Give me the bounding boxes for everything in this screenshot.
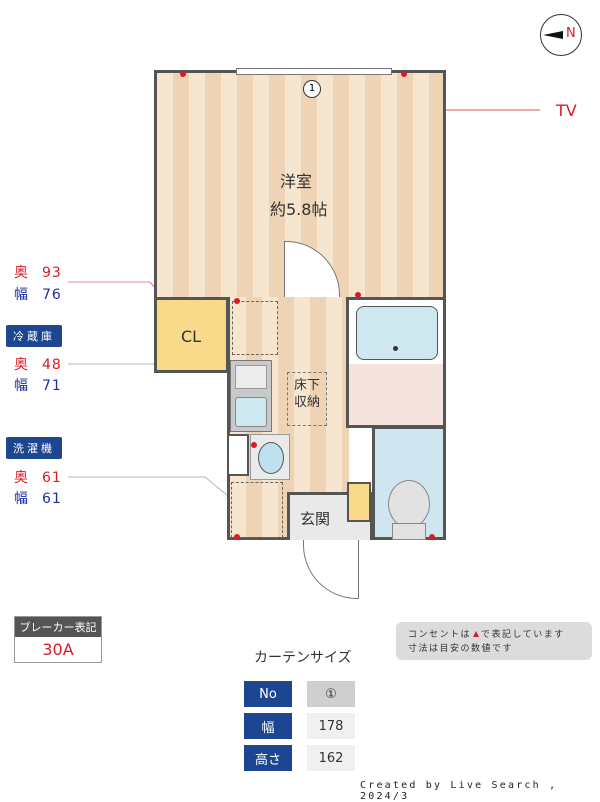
entrance-door <box>303 540 359 599</box>
drain-icon <box>393 346 398 351</box>
bathtub-icon <box>356 306 438 360</box>
outlet-icon <box>251 442 257 448</box>
breaker-value: 30A <box>15 637 101 662</box>
tv-label: TV <box>556 101 577 120</box>
compass-north-label: N <box>566 26 576 41</box>
fridge-tag: 冷蔵庫 <box>6 325 62 347</box>
curtain-head-width: 幅 <box>244 713 292 739</box>
outlet-icon <box>429 534 435 540</box>
toilet-icon <box>388 480 430 528</box>
western-room-size: 約5.8帖 <box>270 200 328 219</box>
curtain-marker: 1 <box>303 80 321 98</box>
window <box>236 68 392 75</box>
note-line2: 寸法は目安の数値です <box>408 644 514 654</box>
fridge-space <box>232 301 278 355</box>
closet-label: CL <box>181 327 202 346</box>
washer-space <box>231 482 283 538</box>
outlet-legend-icon <box>473 631 480 637</box>
compass: N <box>540 14 582 56</box>
washer-storage <box>227 434 249 476</box>
sink-icon <box>235 397 267 427</box>
underfloor-storage: 床下 収納 <box>287 372 327 426</box>
closet <box>154 297 229 373</box>
entrance-label: 玄関 <box>300 510 331 528</box>
curtain-val-width: 178 <box>307 713 355 739</box>
outlet-icon <box>355 292 361 298</box>
curtain-head-height: 高さ <box>244 745 292 771</box>
toilet-tank-icon <box>392 523 426 540</box>
note-line1: コンセントはで表記しています <box>408 630 565 640</box>
stove-icon <box>235 365 267 389</box>
kitchen <box>230 360 272 432</box>
curtain-val-height: 162 <box>307 745 355 771</box>
outlet-icon <box>180 71 186 77</box>
curtain-head-no: No <box>244 681 292 707</box>
breaker-title: ブレーカー表記 <box>15 617 101 637</box>
breaker-box: ブレーカー表記 30A <box>14 616 102 663</box>
shoe-rack <box>347 482 371 522</box>
basin-bowl-icon <box>258 442 284 474</box>
outlet-icon <box>234 534 240 540</box>
washer-tag: 洗濯機 <box>6 437 62 459</box>
compass-arrow-icon <box>543 31 563 39</box>
curtain-title: カーテンサイズ <box>254 650 352 666</box>
outlet-icon <box>401 71 407 77</box>
footer-credit: Created by Live Search , 2024/3 <box>360 780 558 802</box>
note-box: コンセントはで表記しています 寸法は目安の数値です <box>396 622 592 660</box>
curtain-val-no: ① <box>307 681 355 707</box>
wash-basin <box>250 434 290 480</box>
dressing-area <box>346 364 446 428</box>
western-room-name: 洋室 <box>280 172 313 191</box>
outlet-icon <box>234 298 240 304</box>
